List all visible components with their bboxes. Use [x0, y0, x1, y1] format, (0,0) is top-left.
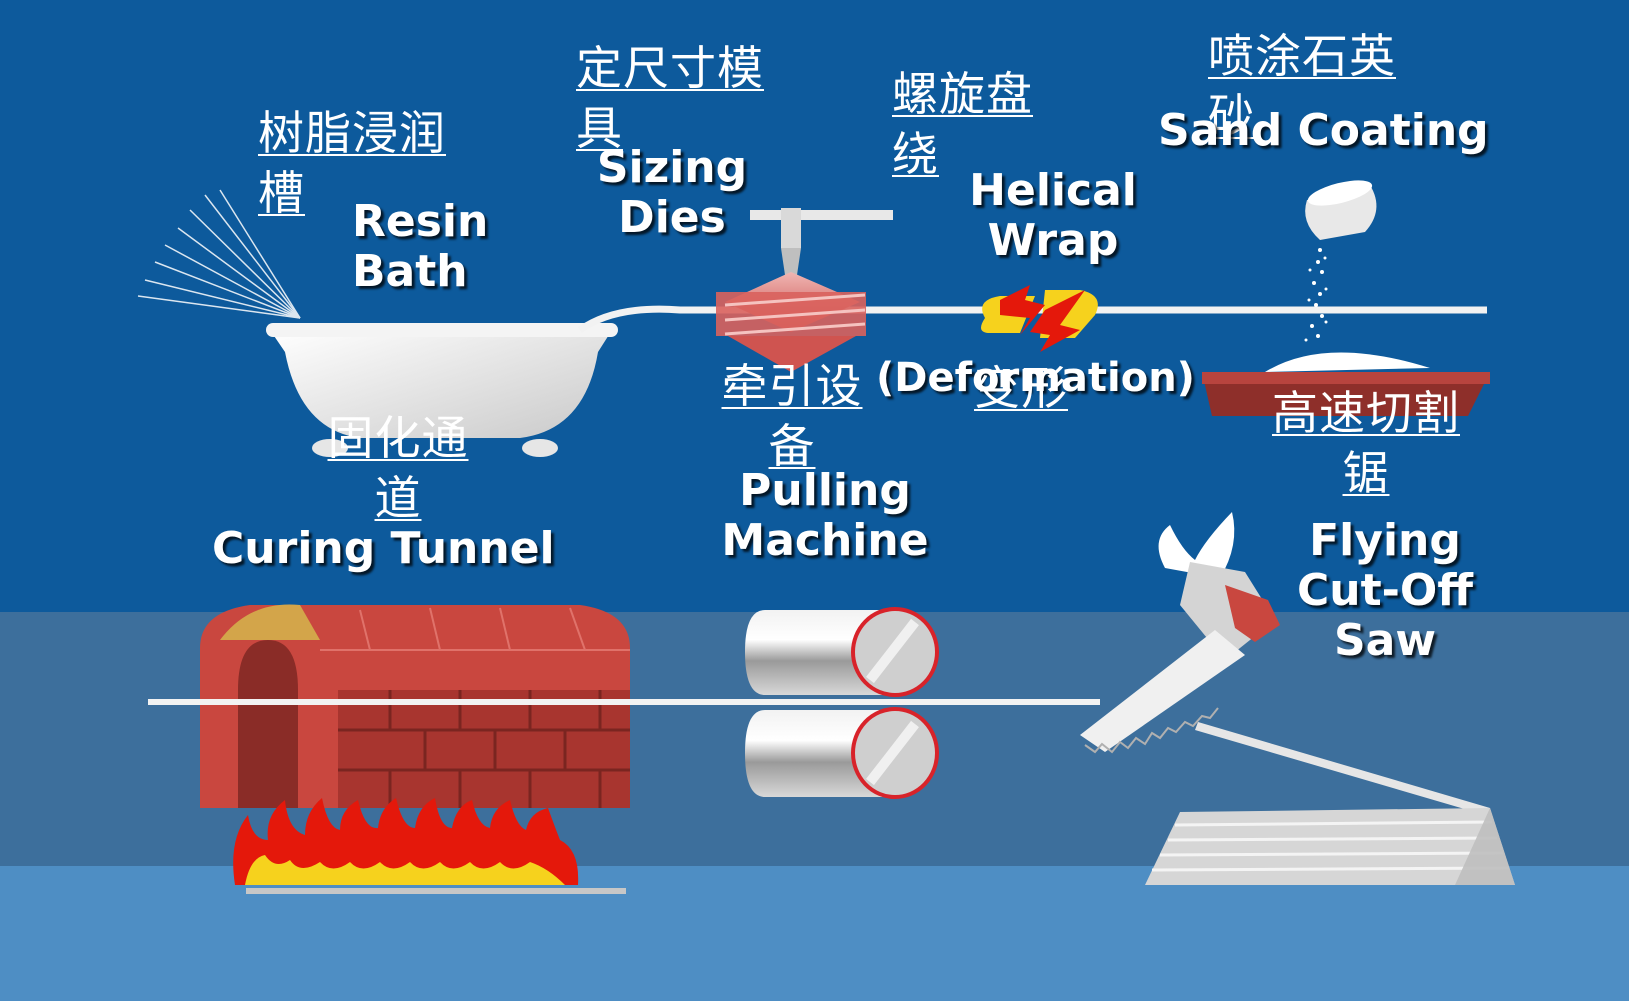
deformation-label-en: (Deformation) [876, 353, 1195, 403]
deformation-label-zh: 变形 [974, 358, 1068, 418]
pulling-machine-label-en-line2: Machine [721, 515, 929, 566]
sizing-die-icon [716, 208, 893, 372]
curing-tunnel-label-zh-line1: 固化通 [327, 411, 469, 465]
pulling-machine-label-zh: 牵引设 备 [712, 356, 872, 476]
cut-off-saw-label-zh-line2: 锯 [1342, 446, 1390, 500]
deformation-label-en-text: (Deformation) [876, 355, 1195, 401]
sand-coating-label-zh-line2: 砂 [1208, 89, 1255, 143]
curing-tunnel-label-en: Curing Tunnel [212, 524, 555, 574]
cut-off-saw-label-en-line2: Cut-Off [1297, 565, 1473, 616]
curing-tunnel-label-en-line1: Curing Tunnel [212, 523, 555, 574]
sizing-dies-label-zh: 定尺寸模 具 [576, 38, 764, 158]
sizing-dies-label-en: Sizing Dies [592, 143, 752, 243]
sizing-dies-label-en-line2: Dies [618, 192, 726, 243]
curing-tunnel-icon [200, 604, 630, 808]
resin-bath-label-en-line1: Resin [352, 196, 489, 247]
sand-coating-label-zh: 喷涂石英 砂 [1208, 26, 1396, 146]
sizing-dies-label-zh-line2: 具 [576, 101, 623, 155]
cut-off-saw-label-en-line3: Saw [1333, 615, 1437, 666]
resin-bath-label-en: Resin Bath [352, 197, 488, 297]
resin-bath-label-zh-line1: 树脂浸润 [258, 106, 446, 160]
helical-wrap-label-en-line2: Wrap [987, 215, 1119, 266]
resin-bath-label-zh-line2: 槽 [258, 166, 305, 220]
pulling-rollers-icon [745, 607, 939, 799]
pulling-machine-label-zh-line1: 牵引设 [721, 359, 863, 413]
flying-saw-icon [1080, 512, 1280, 754]
curing-tunnel-label-zh-line2: 道 [374, 471, 422, 525]
sand-coating-label-zh-line1: 喷涂石英 [1208, 29, 1396, 83]
helical-wrap-label-en-line1: Helical [969, 165, 1137, 216]
pulling-machine-label-en-line1: Pulling [739, 465, 911, 516]
curing-tunnel-label-zh: 固化通 道 [318, 408, 478, 528]
product-line-upper [577, 305, 1487, 333]
pulling-machine-label-en: Pulling Machine [710, 466, 940, 566]
helical-wrap-label-zh-line1: 螺旋盘 [892, 67, 1033, 121]
helical-wrap-label-zh-line2: 绕 [892, 127, 939, 181]
resin-bath-label-en-line2: Bath [352, 246, 468, 297]
sizing-dies-label-en-line1: Sizing [596, 142, 748, 193]
resin-bath-label-zh: 树脂浸润 槽 [258, 103, 446, 223]
helical-wrap-label-en: Helical Wrap [958, 166, 1148, 266]
fiber-strands-icon [137, 189, 301, 319]
sand-coating-label-en: Sand Coating [1158, 106, 1489, 156]
deformation-label-zh-text: 变形 [974, 361, 1068, 415]
bathtub-icon [266, 323, 618, 457]
sizing-dies-label-zh-line1: 定尺寸模 [576, 41, 764, 95]
sand-pour-cup-icon [1202, 180, 1490, 416]
cut-off-saw-label-zh-line1: 高速切割 [1272, 386, 1460, 440]
cut-pipes-stack-icon [1145, 722, 1515, 885]
helical-wrap-icon [981, 285, 1098, 352]
pulling-machine-label-zh-line2: 备 [768, 419, 816, 473]
flames-icon [233, 798, 626, 894]
sand-coating-label-en-line1: Sand Coating [1158, 105, 1489, 156]
cut-off-saw-label-en: Flying Cut-Off Saw [1270, 516, 1500, 666]
helical-wrap-label-zh: 螺旋盘 绕 [892, 64, 1033, 184]
cut-off-saw-label-zh: 高速切割 锯 [1256, 383, 1476, 503]
cut-off-saw-label-en-line1: Flying [1309, 515, 1461, 566]
